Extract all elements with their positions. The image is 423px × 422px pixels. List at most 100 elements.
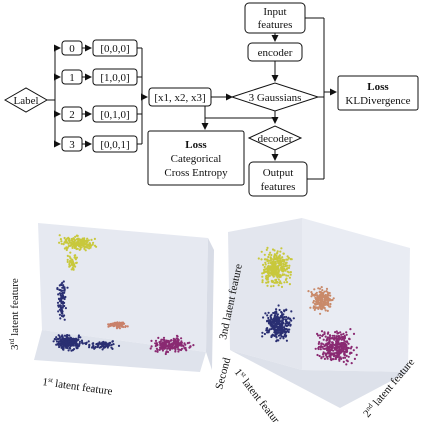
scatter-point xyxy=(67,236,70,239)
scatter-point xyxy=(184,346,187,350)
scatter-point xyxy=(272,270,275,273)
scatter-point xyxy=(61,300,65,303)
scatter-point xyxy=(165,350,168,353)
scatter-point xyxy=(68,343,71,346)
scatter-point xyxy=(175,337,178,340)
scatter-point xyxy=(154,342,157,345)
scatter-point xyxy=(280,285,284,288)
scatter-point xyxy=(281,256,284,259)
scatter-point xyxy=(268,266,271,269)
scatter-point xyxy=(355,346,358,349)
scatter-point xyxy=(318,287,322,290)
scatter-point xyxy=(89,246,92,249)
scatter-point xyxy=(289,323,292,326)
plot-right-right-wall xyxy=(302,218,410,372)
scatter-point xyxy=(324,301,327,304)
scatter-point xyxy=(317,334,320,337)
scatter-point xyxy=(58,234,61,237)
scatter-point xyxy=(326,303,329,306)
scatter-point xyxy=(65,341,68,344)
scatter-point xyxy=(321,334,324,338)
plot-right-points xyxy=(257,246,358,366)
scatter-point xyxy=(265,274,268,277)
scatter-point xyxy=(96,345,99,349)
scatter-point xyxy=(276,313,279,316)
scatter-point xyxy=(287,256,290,259)
flow-diagram xyxy=(3,2,419,197)
scatter-point xyxy=(270,262,273,265)
scatter-point xyxy=(281,269,284,272)
scatter-point xyxy=(67,337,70,341)
scatter-point xyxy=(63,289,66,292)
scatter-point xyxy=(338,353,341,356)
scatter-point xyxy=(86,246,89,249)
scatter-point xyxy=(59,238,63,241)
scatter-point xyxy=(60,346,63,349)
scatter-point xyxy=(52,340,55,343)
scatter-point xyxy=(316,300,319,303)
loss-kl-line1: KLDivergence xyxy=(345,95,410,107)
scatter-point xyxy=(70,242,73,245)
scatter-point xyxy=(69,345,72,348)
scatter-point xyxy=(335,335,338,338)
scatter-point xyxy=(56,301,60,304)
scatter-point xyxy=(150,339,153,342)
scatter-point xyxy=(334,347,337,350)
scatter-point xyxy=(65,335,68,338)
scatter-point xyxy=(257,257,260,260)
scatter-point xyxy=(116,321,119,324)
scatter-point xyxy=(279,263,282,266)
scatter-point xyxy=(60,314,64,317)
scatter-point xyxy=(280,311,283,314)
plot-left-cluster-yellow-tail xyxy=(66,251,78,271)
scatter-point xyxy=(175,341,178,344)
scatter-point xyxy=(263,253,266,256)
scatter-point xyxy=(57,310,60,313)
scatter-point xyxy=(61,334,64,337)
scatter-point xyxy=(72,264,75,267)
plot-left-xlabel: 1st latent feature xyxy=(42,375,114,398)
scatter-point xyxy=(161,347,164,350)
scatter-point xyxy=(338,359,341,362)
decoder-diamond xyxy=(247,125,303,151)
scatter-point xyxy=(58,340,62,343)
scatter-point xyxy=(77,336,80,339)
scatter-point xyxy=(112,324,115,327)
scatter-point xyxy=(76,343,79,346)
scatter-point xyxy=(67,242,70,245)
scatter-point xyxy=(267,262,270,265)
scatter-point xyxy=(330,352,333,355)
scatter-point xyxy=(82,243,86,246)
scatter-point xyxy=(72,237,75,240)
scatter-point xyxy=(266,281,270,284)
scatter-point xyxy=(328,339,331,343)
scatter-point xyxy=(61,289,64,292)
scatter-point xyxy=(275,272,278,275)
scatter-point xyxy=(172,337,175,340)
scatter-point xyxy=(331,341,334,345)
input-features-line1: Input xyxy=(263,6,286,18)
scatter-point xyxy=(272,275,275,278)
scatter-point xyxy=(261,331,264,334)
scatter-point xyxy=(328,291,331,295)
scatter-point xyxy=(163,338,166,341)
scatter-point xyxy=(267,275,270,278)
plot-right-floor xyxy=(230,350,408,408)
scatter-point xyxy=(344,356,347,359)
scatter-point xyxy=(117,324,120,327)
scatter-point xyxy=(323,344,326,348)
plot-right-ylabel-sup: nd xyxy=(364,402,375,413)
scatter-point xyxy=(288,283,291,286)
scatter-point xyxy=(57,293,60,296)
plot-left-cluster-purple xyxy=(149,334,195,356)
scatter-point xyxy=(168,348,172,351)
plot-right-cluster-yellow xyxy=(257,246,293,288)
scatter-point xyxy=(95,245,98,248)
scatter-point xyxy=(346,360,349,363)
scatter-point xyxy=(284,334,287,337)
scatter-point xyxy=(274,271,277,274)
scatter-point xyxy=(282,252,285,255)
scatter-point xyxy=(316,332,319,335)
scatter-point xyxy=(321,289,324,292)
